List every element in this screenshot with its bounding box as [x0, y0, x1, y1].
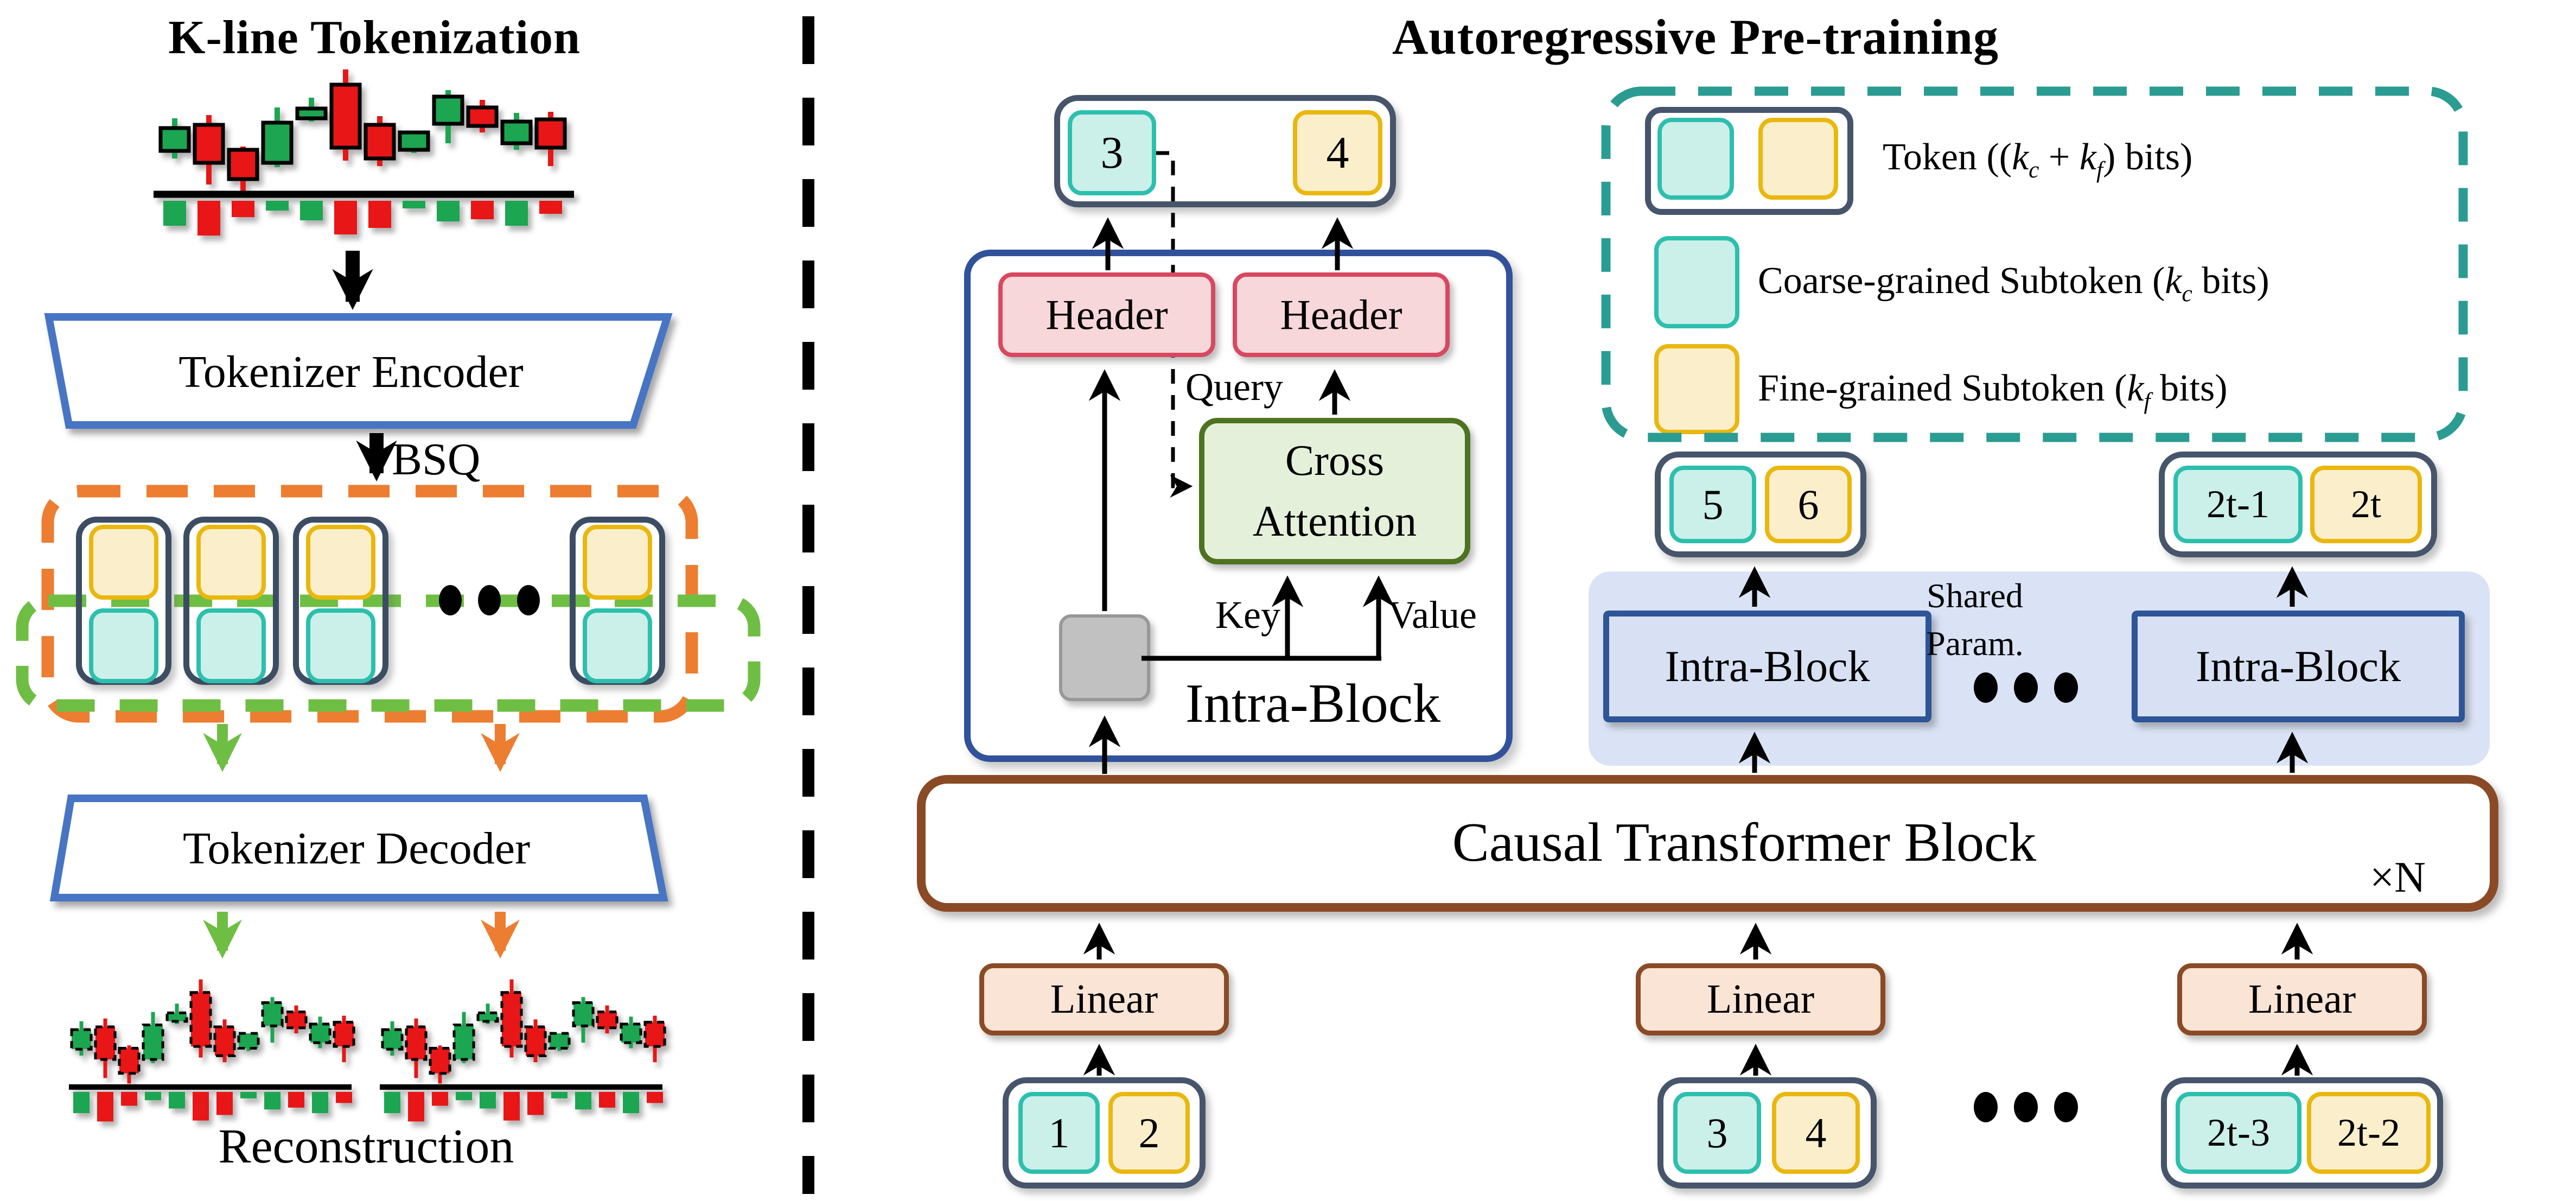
linear-block: Linear: [2177, 963, 2427, 1035]
coarse-subtoken-box: [196, 608, 266, 683]
coarse-subtoken-icon: [1654, 236, 1739, 328]
coarse-subtoken-box: [583, 608, 652, 683]
shared-param-line: Shared: [1927, 576, 2023, 615]
coarse-subtoken-box: 3: [1673, 1092, 1761, 1174]
linear-block: Linear: [1636, 963, 1885, 1035]
left-panel-title: K-line Tokenization: [168, 11, 581, 64]
fine-subtoken-box: 6: [1765, 466, 1852, 543]
fine-subtoken-box: 2t-2: [2307, 1092, 2431, 1174]
fine-subtoken-box: 4: [1772, 1092, 1860, 1174]
token-pair: 2t-1 2t: [2159, 452, 2437, 557]
fine-subtoken-box: [583, 525, 652, 600]
query-label: Query: [1185, 365, 1283, 409]
header-block: Header: [1233, 272, 1450, 357]
linear-block: Linear: [979, 963, 1229, 1035]
reconstruction-label: Reconstruction: [218, 1119, 514, 1173]
intra-block-detail-box: [964, 250, 1513, 762]
cross-attention-line: Cross: [1285, 437, 1385, 485]
token-pair: 2t-3 2t-2: [2161, 1077, 2443, 1189]
coarse-subtoken-box: 2t-1: [2173, 466, 2303, 543]
key-label: Key: [1215, 593, 1280, 637]
token-pair: 3 4: [1657, 1077, 1877, 1189]
fine-subtoken-box: [306, 525, 375, 600]
tokenizer-decoder-shape: [49, 795, 668, 901]
intra-block-label: Intra-Block: [1185, 672, 1441, 734]
fine-subtoken-box: 4: [1293, 110, 1382, 195]
right-panel-title: Autoregressive Pre-training: [1392, 9, 1999, 65]
coarse-subtoken-box: 2t-3: [2176, 1092, 2301, 1174]
cross-attention-line: Attention: [1252, 498, 1417, 545]
coarse-subtoken-box: [89, 608, 158, 683]
hidden-state-box: [1059, 614, 1150, 701]
output-token-pair: 3 4: [1054, 95, 1396, 207]
repeat-n-label: ×N: [2370, 854, 2426, 901]
fine-subtoken-icon: [1654, 344, 1739, 434]
coarse-subtoken-box: 5: [1669, 466, 1756, 543]
coarse-subtoken-box: 3: [1068, 110, 1156, 195]
fine-subtoken-box: 2t: [2310, 466, 2422, 543]
token-pair: 1 2: [1003, 1077, 1206, 1189]
token-column: [570, 517, 665, 685]
fine-subtoken-box: 2: [1108, 1092, 1190, 1174]
fine-subtoken-box: [196, 525, 266, 600]
legend-label: Fine-grained Subtoken (kf bits): [1758, 367, 2228, 414]
tokenizer-encoder-shape: [44, 313, 673, 429]
token-pair: 5 6: [1655, 452, 1866, 557]
token-column: [183, 517, 279, 685]
legend-label: Token ((kc + kf) bits): [1883, 136, 2193, 183]
bsq-label: BSQ: [392, 434, 481, 485]
legend-label: Coarse-grained Subtoken (kc bits): [1758, 260, 2269, 307]
coarse-subtoken-box: [306, 608, 375, 683]
intra-block: Intra-Block: [1603, 611, 1931, 722]
value-label: Value: [1388, 593, 1477, 637]
causal-transformer-label: Causal Transformer Block: [1452, 811, 2037, 873]
token-column: [76, 517, 171, 685]
shared-param-line: Param.: [1926, 624, 2024, 663]
causal-transformer-block: [917, 775, 2498, 912]
token-column: [293, 517, 388, 685]
header-block: Header: [998, 272, 1215, 357]
tokenizer-encoder-label: Tokenizer Encoder: [178, 346, 524, 397]
cross-attention-block: Cross Attention: [1199, 418, 1470, 564]
fine-subtoken-box: [89, 525, 158, 600]
tokenizer-decoder-label: Tokenizer Decoder: [182, 823, 531, 874]
coarse-subtoken-icon: [1657, 118, 1734, 200]
fine-subtoken-icon: [1758, 118, 1838, 200]
intra-block: Intra-Block: [2132, 611, 2465, 722]
coarse-subtoken-box: 1: [1018, 1092, 1100, 1174]
token-pair-icon: [1645, 107, 1853, 215]
